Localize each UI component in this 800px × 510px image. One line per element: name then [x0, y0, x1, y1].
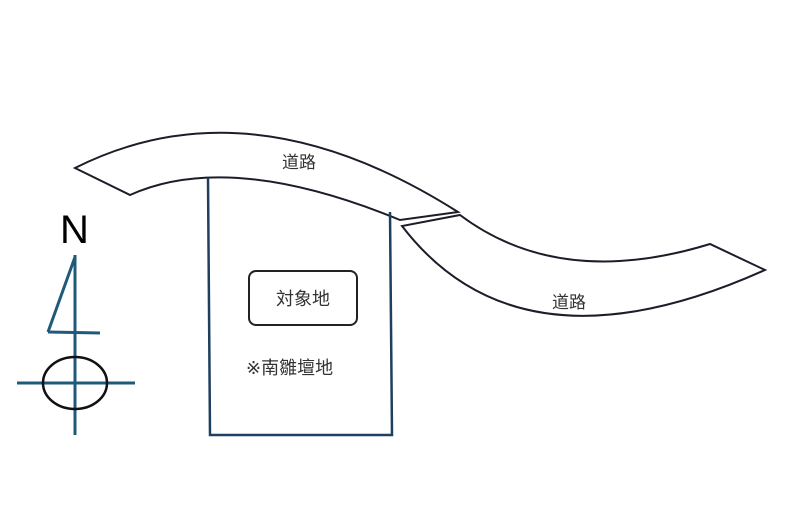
north-label: N	[60, 208, 89, 252]
terrain-note: ※南雛壇地	[246, 358, 334, 379]
north-arrow-icon	[17, 255, 135, 435]
road-lower	[400, 213, 768, 317]
road-upper	[72, 131, 461, 222]
road-label-upper: 道路	[282, 153, 316, 173]
target-lot-boundary	[206, 177, 394, 437]
target-lot-label: 対象地	[276, 289, 330, 310]
road-label-lower: 道路	[552, 293, 586, 313]
target-lot-label-box: 対象地	[248, 270, 358, 326]
